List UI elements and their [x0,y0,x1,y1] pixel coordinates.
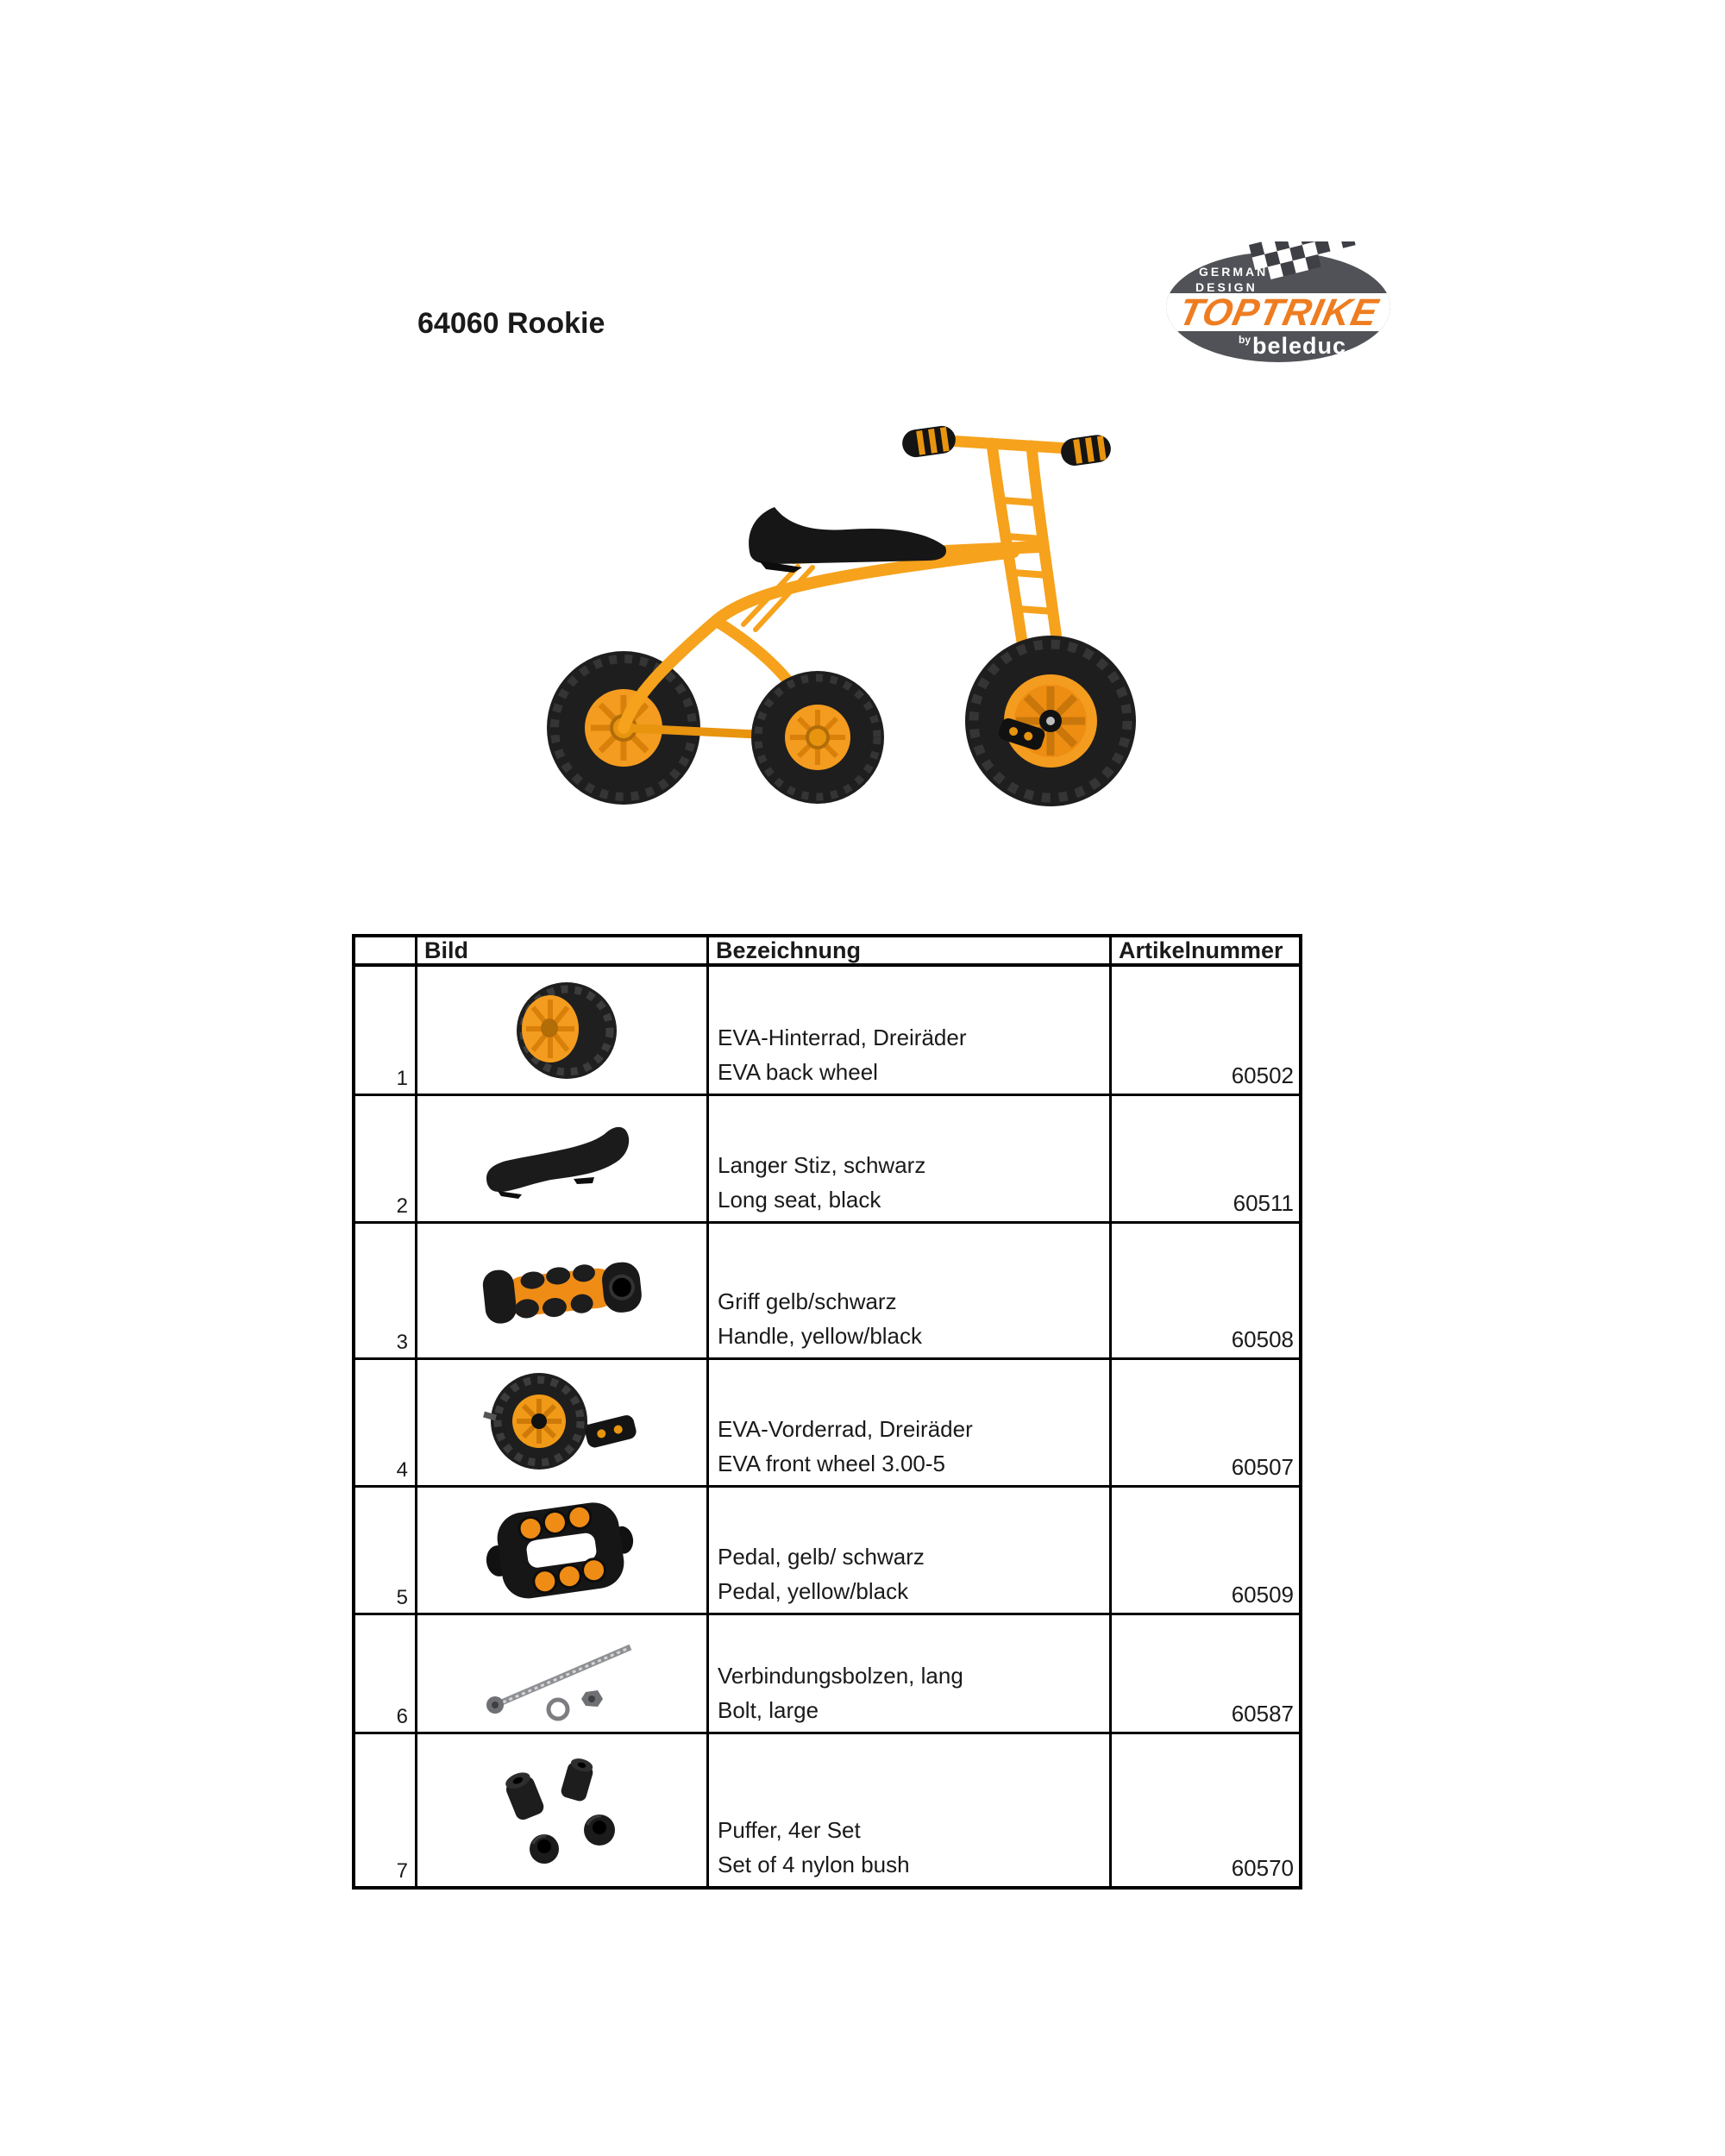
logo-white-band [1166,293,1390,331]
part-name-de: Puffer, 4er Set [718,1817,861,1843]
handle-grip-photo [482,1262,642,1324]
part-name-en: EVA front wheel 3.00-5 [718,1451,946,1476]
header-bezeichnung: Bezeichnung [709,937,1112,963]
header-artikelnummer: Artikelnummer [1119,937,1283,963]
logo-company: beleduc [1252,333,1346,359]
logo-by: by [1239,334,1251,346]
table-row: 2 Langer Stiz, schwarz Long seat, black … [355,1096,1299,1224]
article-number: 60509 [1231,1582,1294,1608]
toptrike-logo: GERMAN DESIGN TOPTRIKE by beleduc [1166,241,1390,362]
long-seat-photo [486,1126,629,1199]
table-header-row: Bild Bezeichnung Artikelnummer [355,937,1299,967]
part-name-de: EVA-Vorderrad, Dreiräder [718,1416,973,1442]
rear-wheel-near [751,671,884,804]
pedal-photo [486,1501,633,1598]
row-number: 3 [355,1224,417,1357]
article-number: 60508 [1231,1326,1294,1352]
eva-front-wheel-photo [482,1372,637,1470]
part-name-de: EVA-Hinterrad, Dreiräder [718,1025,967,1050]
part-name-en: Pedal, yellow/black [718,1578,909,1604]
parts-table: Bild Bezeichnung Artikelnummer 1 EVA-Hin… [352,934,1302,1890]
part-name-en: Long seat, black [718,1187,881,1213]
table-row: 5 Pedal, gelb/ schwarz Pedal, y [355,1488,1299,1615]
row-number: 4 [355,1360,417,1485]
row-number: 7 [355,1734,417,1886]
table-row: 6 Verbindungsbolzen, lang Bolt, large 60… [355,1615,1299,1734]
handlebar-grip-left [902,425,956,458]
logo-brand: TOPTRIKE [1175,291,1382,333]
front-wheel [965,636,1136,806]
row-number: 1 [355,967,417,1094]
header-num [355,937,417,963]
header-bild: Bild [417,937,709,963]
part-name-en: Handle, yellow/black [718,1323,923,1349]
table-row: 3 Griff gelb/schwarz Handle, ye [355,1224,1299,1360]
part-name-en: Bolt, large [718,1697,819,1723]
table-row: 1 EVA-Hinterrad, Dreiräder EVA back whee… [355,967,1299,1096]
article-number: 60587 [1231,1701,1294,1727]
article-number: 60507 [1231,1454,1294,1480]
part-name-de: Pedal, gelb/ schwarz [718,1544,925,1570]
long-bolt-photo [486,1644,631,1720]
part-name-de: Griff gelb/schwarz [718,1288,897,1314]
eva-back-wheel-photo [516,981,617,1079]
article-number: 60511 [1233,1190,1294,1216]
part-name-de: Verbindungsbolzen, lang [718,1663,963,1689]
row-number: 6 [355,1615,417,1732]
row-number: 5 [355,1488,417,1613]
logo-german: GERMAN [1199,265,1268,279]
handlebar-grip-right [1061,435,1111,466]
article-number: 60502 [1231,1062,1294,1088]
product-photo-tricycle [547,425,1136,806]
row-number: 2 [355,1096,417,1221]
part-name-de: Langer Stiz, schwarz [718,1152,926,1178]
table-row: 7 Puffer, [355,1734,1299,1886]
article-number: 60570 [1231,1855,1294,1881]
seat-base [759,561,802,573]
logo-design: DESIGN [1195,280,1258,294]
nylon-bush-set-photo [505,1758,615,1864]
page-title: 64060 Rookie [417,307,605,340]
front-pedal [998,718,1045,750]
checkered-flag-icon [1249,241,1356,280]
seat-black [749,507,947,564]
table-row: 4 EVA-Vorderrad, Dreiräder [355,1360,1299,1488]
part-name-en: Set of 4 nylon bush [718,1852,910,1877]
part-name-en: EVA back wheel [718,1059,878,1085]
